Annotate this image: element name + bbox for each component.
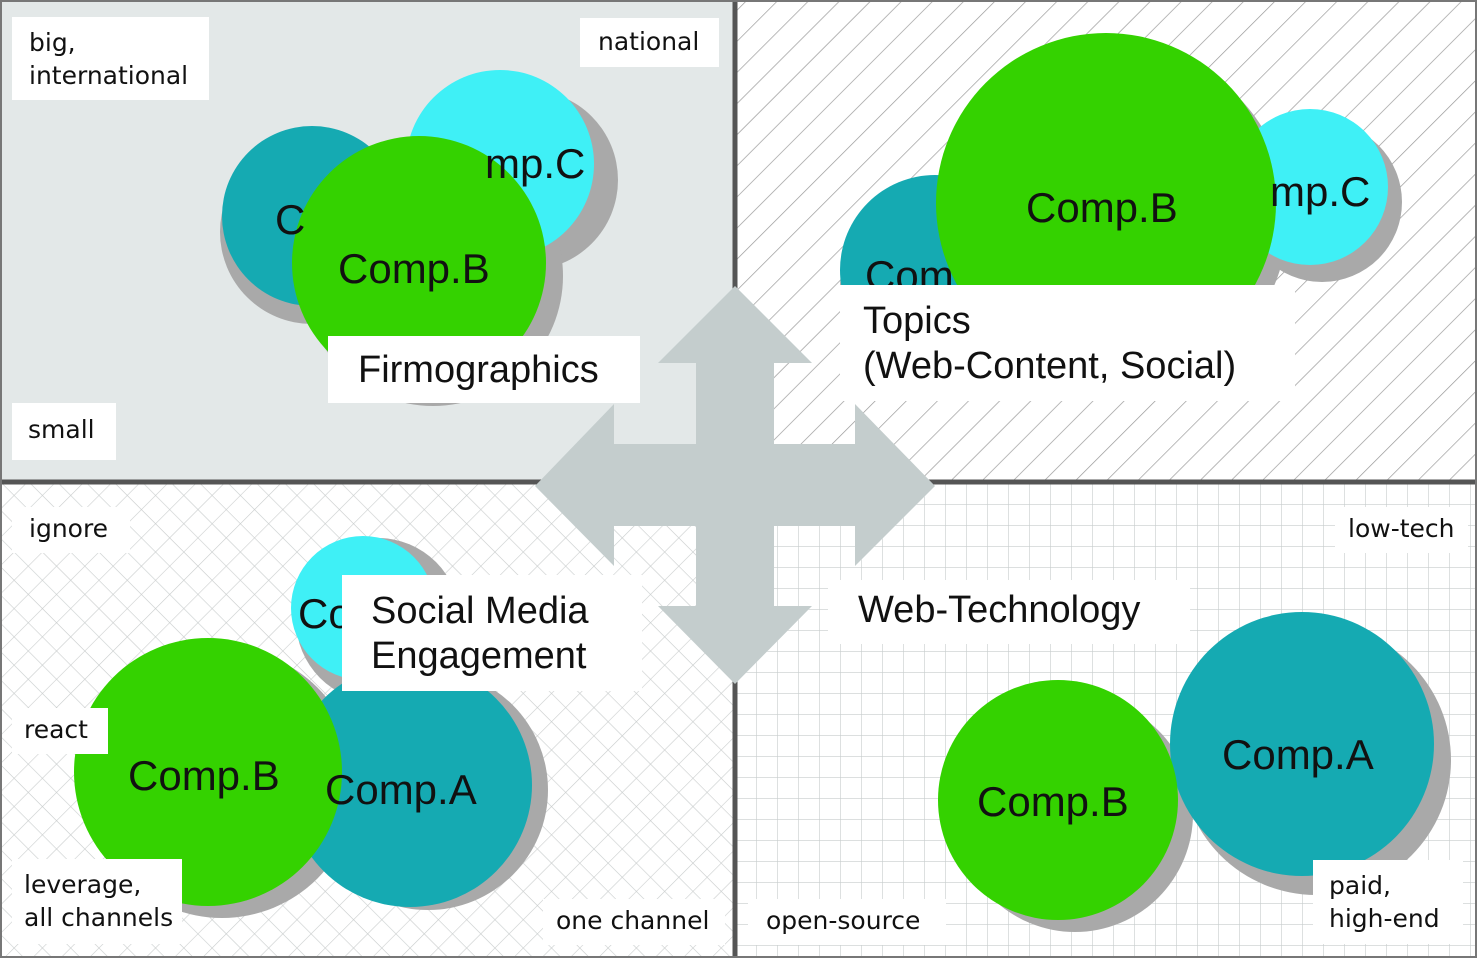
national-label: national bbox=[580, 18, 719, 67]
react-label: react bbox=[12, 708, 108, 754]
comp-b-bubble bbox=[292, 136, 546, 390]
comp-a-label: Comp.A bbox=[325, 766, 477, 813]
ignore-label: ignore bbox=[12, 507, 130, 553]
comp-a-bubble bbox=[1170, 612, 1434, 876]
comp-b-label: Comp.B bbox=[338, 245, 490, 292]
firmographics-title: Firmographics bbox=[328, 336, 640, 403]
comp-b-label: Comp.B bbox=[128, 752, 280, 799]
comp-c-label: mp.C bbox=[1270, 168, 1371, 215]
leverage-all-channels-label: leverage, all channels bbox=[12, 859, 182, 944]
paid-high-end-label: paid, high-end bbox=[1313, 860, 1463, 944]
comp-b-label: Comp.B bbox=[1026, 184, 1178, 231]
topics-title: Topics (Web-Content, Social) bbox=[840, 285, 1295, 401]
comp-b-label: Comp.B bbox=[977, 778, 1129, 825]
open-source-label: open-source bbox=[748, 899, 946, 945]
small-label: small bbox=[12, 403, 116, 460]
comp-a-bubble bbox=[288, 663, 532, 907]
bottom-right-bubbles bbox=[938, 612, 1451, 932]
comp-a-label: C bbox=[275, 196, 306, 243]
web-technology-title: Web-Technology bbox=[828, 580, 1190, 644]
comp-b-bubble bbox=[938, 680, 1178, 920]
comp-b-bubble bbox=[74, 638, 342, 906]
big-international-label: big, international bbox=[12, 17, 209, 100]
social-media-engagement-title: Social Media Engagement bbox=[342, 575, 642, 691]
low-tech-label: low-tech bbox=[1335, 507, 1468, 553]
four-way-arrow bbox=[535, 286, 935, 684]
bottom-left-bubbles bbox=[74, 536, 548, 918]
one-channel-label: one channel bbox=[543, 899, 725, 945]
comp-c-label: mp.C bbox=[485, 140, 586, 187]
comp-a-label: Comp.A bbox=[1222, 731, 1374, 778]
